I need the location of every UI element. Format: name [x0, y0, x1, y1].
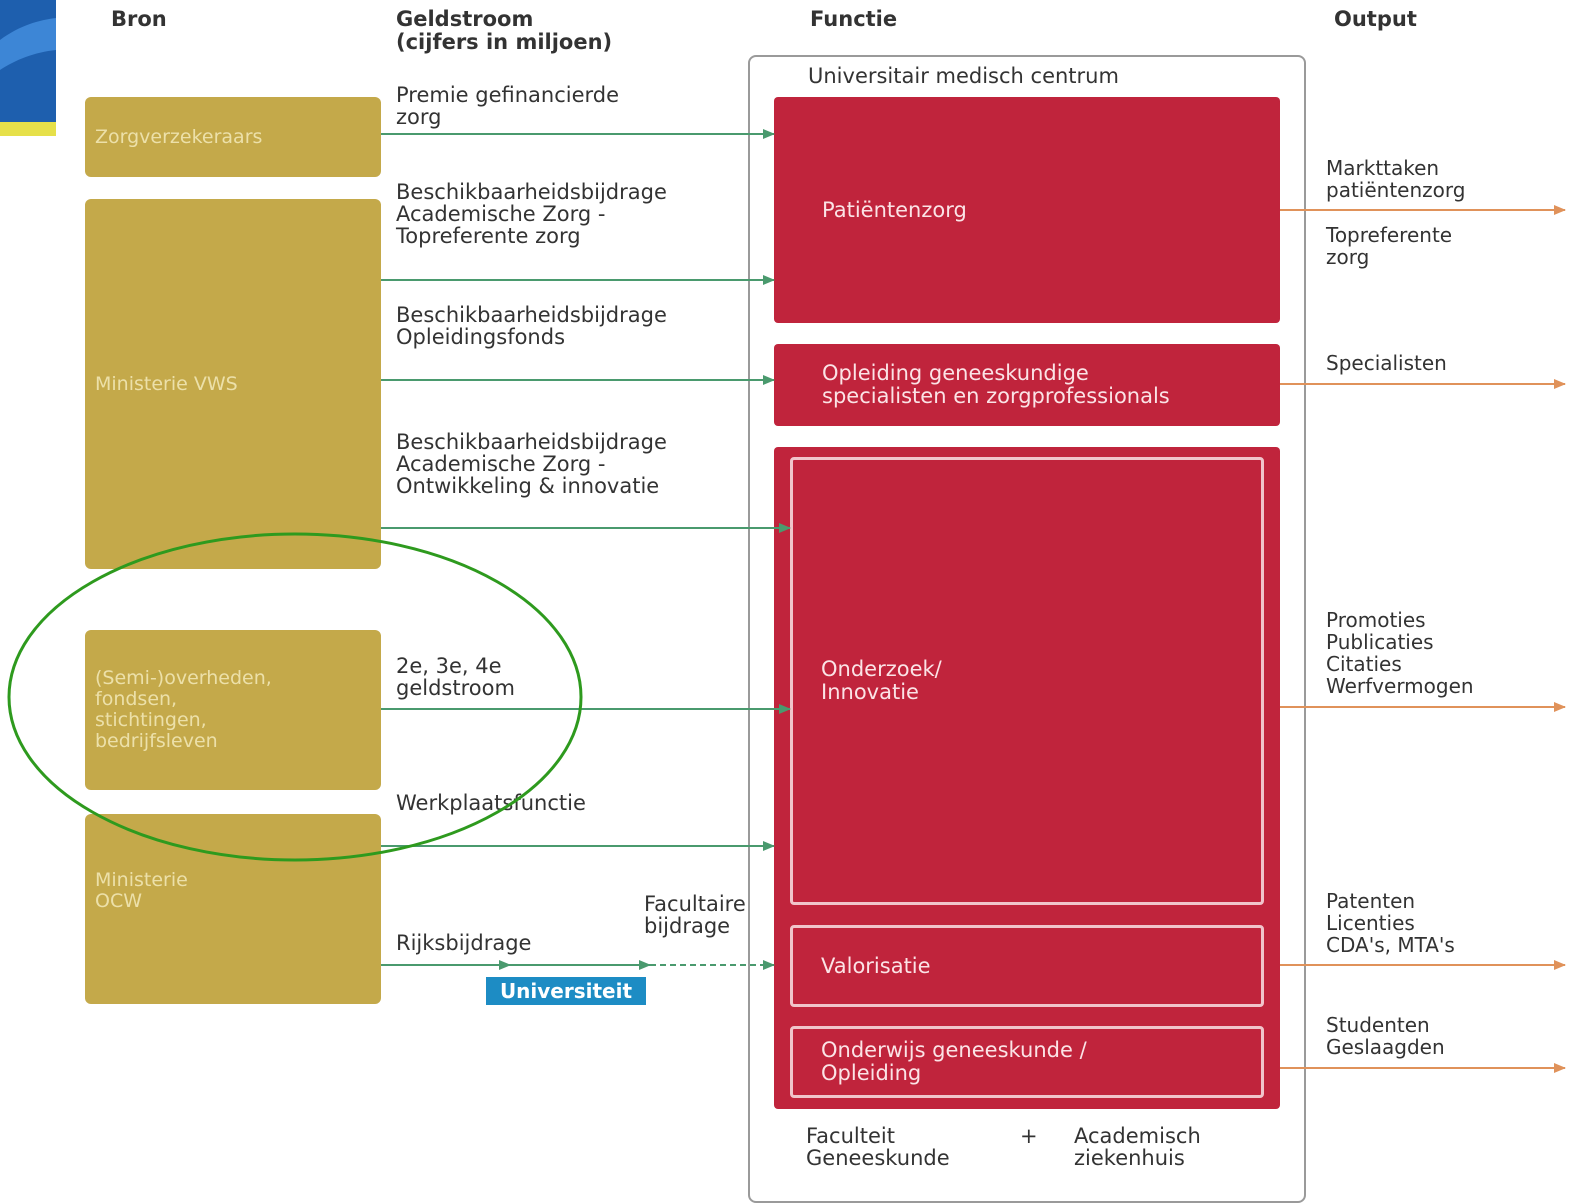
onderwijs-label: Onderwijs geneeskunde / Opleiding — [821, 1038, 1087, 1085]
source-zorgverzekeraars-label: Zorgverzekeraars — [95, 125, 263, 148]
header-geldstroom: Geldstroom (cijfers in miljoen) — [396, 7, 613, 54]
output-valorisatie: Patenten Licenties CDA's, MTA's — [1326, 889, 1455, 957]
universiteit-badge: Universiteit — [486, 977, 646, 1005]
umc-container — [748, 55, 1306, 1203]
output-topreferente: Topreferente zorg — [1326, 223, 1453, 269]
source-ministerie-vws: Ministerie VWS — [85, 199, 381, 569]
flow-label-werkplaats: Werkplaatsfunctie — [396, 791, 586, 815]
source-ocw-label: Ministerie OCW — [95, 869, 188, 912]
output-onderwijs: Studenten Geslaagden — [1326, 1013, 1445, 1059]
logo-corner — [0, 0, 56, 136]
header-output: Output — [1334, 7, 1417, 31]
patientenzorg-label: Patiëntenzorg — [822, 197, 967, 222]
function-onderwijs: Onderwijs geneeskunde / Opleiding — [790, 1026, 1264, 1098]
source-ministerie-ocw: Ministerie OCW — [85, 814, 381, 1004]
header-bron: Bron — [111, 7, 167, 31]
flow-label-bb-ontwikkeling: Beschikbaarheidsbijdrage Academische Zor… — [396, 430, 667, 498]
onderzoek-label: Onderzoek/ Innovatie — [821, 657, 942, 704]
flow-label-bb-topref: Beschikbaarheidsbijdrage Academische Zor… — [396, 180, 667, 248]
umc-title: Universitair medisch centrum — [808, 64, 1119, 88]
source-zorgverzekeraars: Zorgverzekeraars — [85, 97, 381, 177]
output-specialisten: Specialisten — [1326, 351, 1447, 375]
function-onderzoek-innovatie: Onderzoek/ Innovatie — [790, 457, 1264, 905]
function-valorisatie: Valorisatie — [790, 925, 1264, 1007]
ziekenhuis-label: Academisch ziekenhuis — [1074, 1124, 1201, 1170]
function-patientenzorg: Patiëntenzorg — [774, 97, 1280, 323]
plus-sign: + — [1020, 1124, 1038, 1148]
opleiding-specialisten-label: Opleiding geneeskundige specialisten en … — [822, 361, 1170, 408]
valorisatie-label: Valorisatie — [821, 953, 931, 978]
flow-label-facultaire: Facultaire bijdrage — [644, 892, 746, 938]
faculteit-label: Faculteit Geneeskunde — [806, 1124, 950, 1170]
output-onderzoek: Promoties Publicaties Citaties Werfvermo… — [1326, 608, 1474, 698]
flow-label-rijksbijdrage: Rijksbijdrage — [396, 931, 532, 955]
flow-label-bb-opleiding: Beschikbaarheidsbijdrage Opleidingsfonds — [396, 303, 667, 349]
function-opleiding-specialisten: Opleiding geneeskundige specialisten en … — [774, 344, 1280, 426]
header-functie: Functie — [810, 7, 898, 31]
source-vws-label: Ministerie VWS — [95, 372, 238, 395]
flow-label-geldstroom-234: 2e, 3e, 4e geldstroom — [396, 654, 515, 700]
source-semi-overheden: (Semi-)overheden, fondsen, stichtingen, … — [85, 630, 381, 790]
highlight-ellipse — [7, 532, 583, 862]
flow-label-premie: Premie gefinancierde zorg — [396, 83, 620, 129]
output-markttaken: Markttaken patiëntenzorg — [1326, 156, 1466, 202]
source-semi-label: (Semi-)overheden, fondsen, stichtingen, … — [95, 667, 272, 752]
